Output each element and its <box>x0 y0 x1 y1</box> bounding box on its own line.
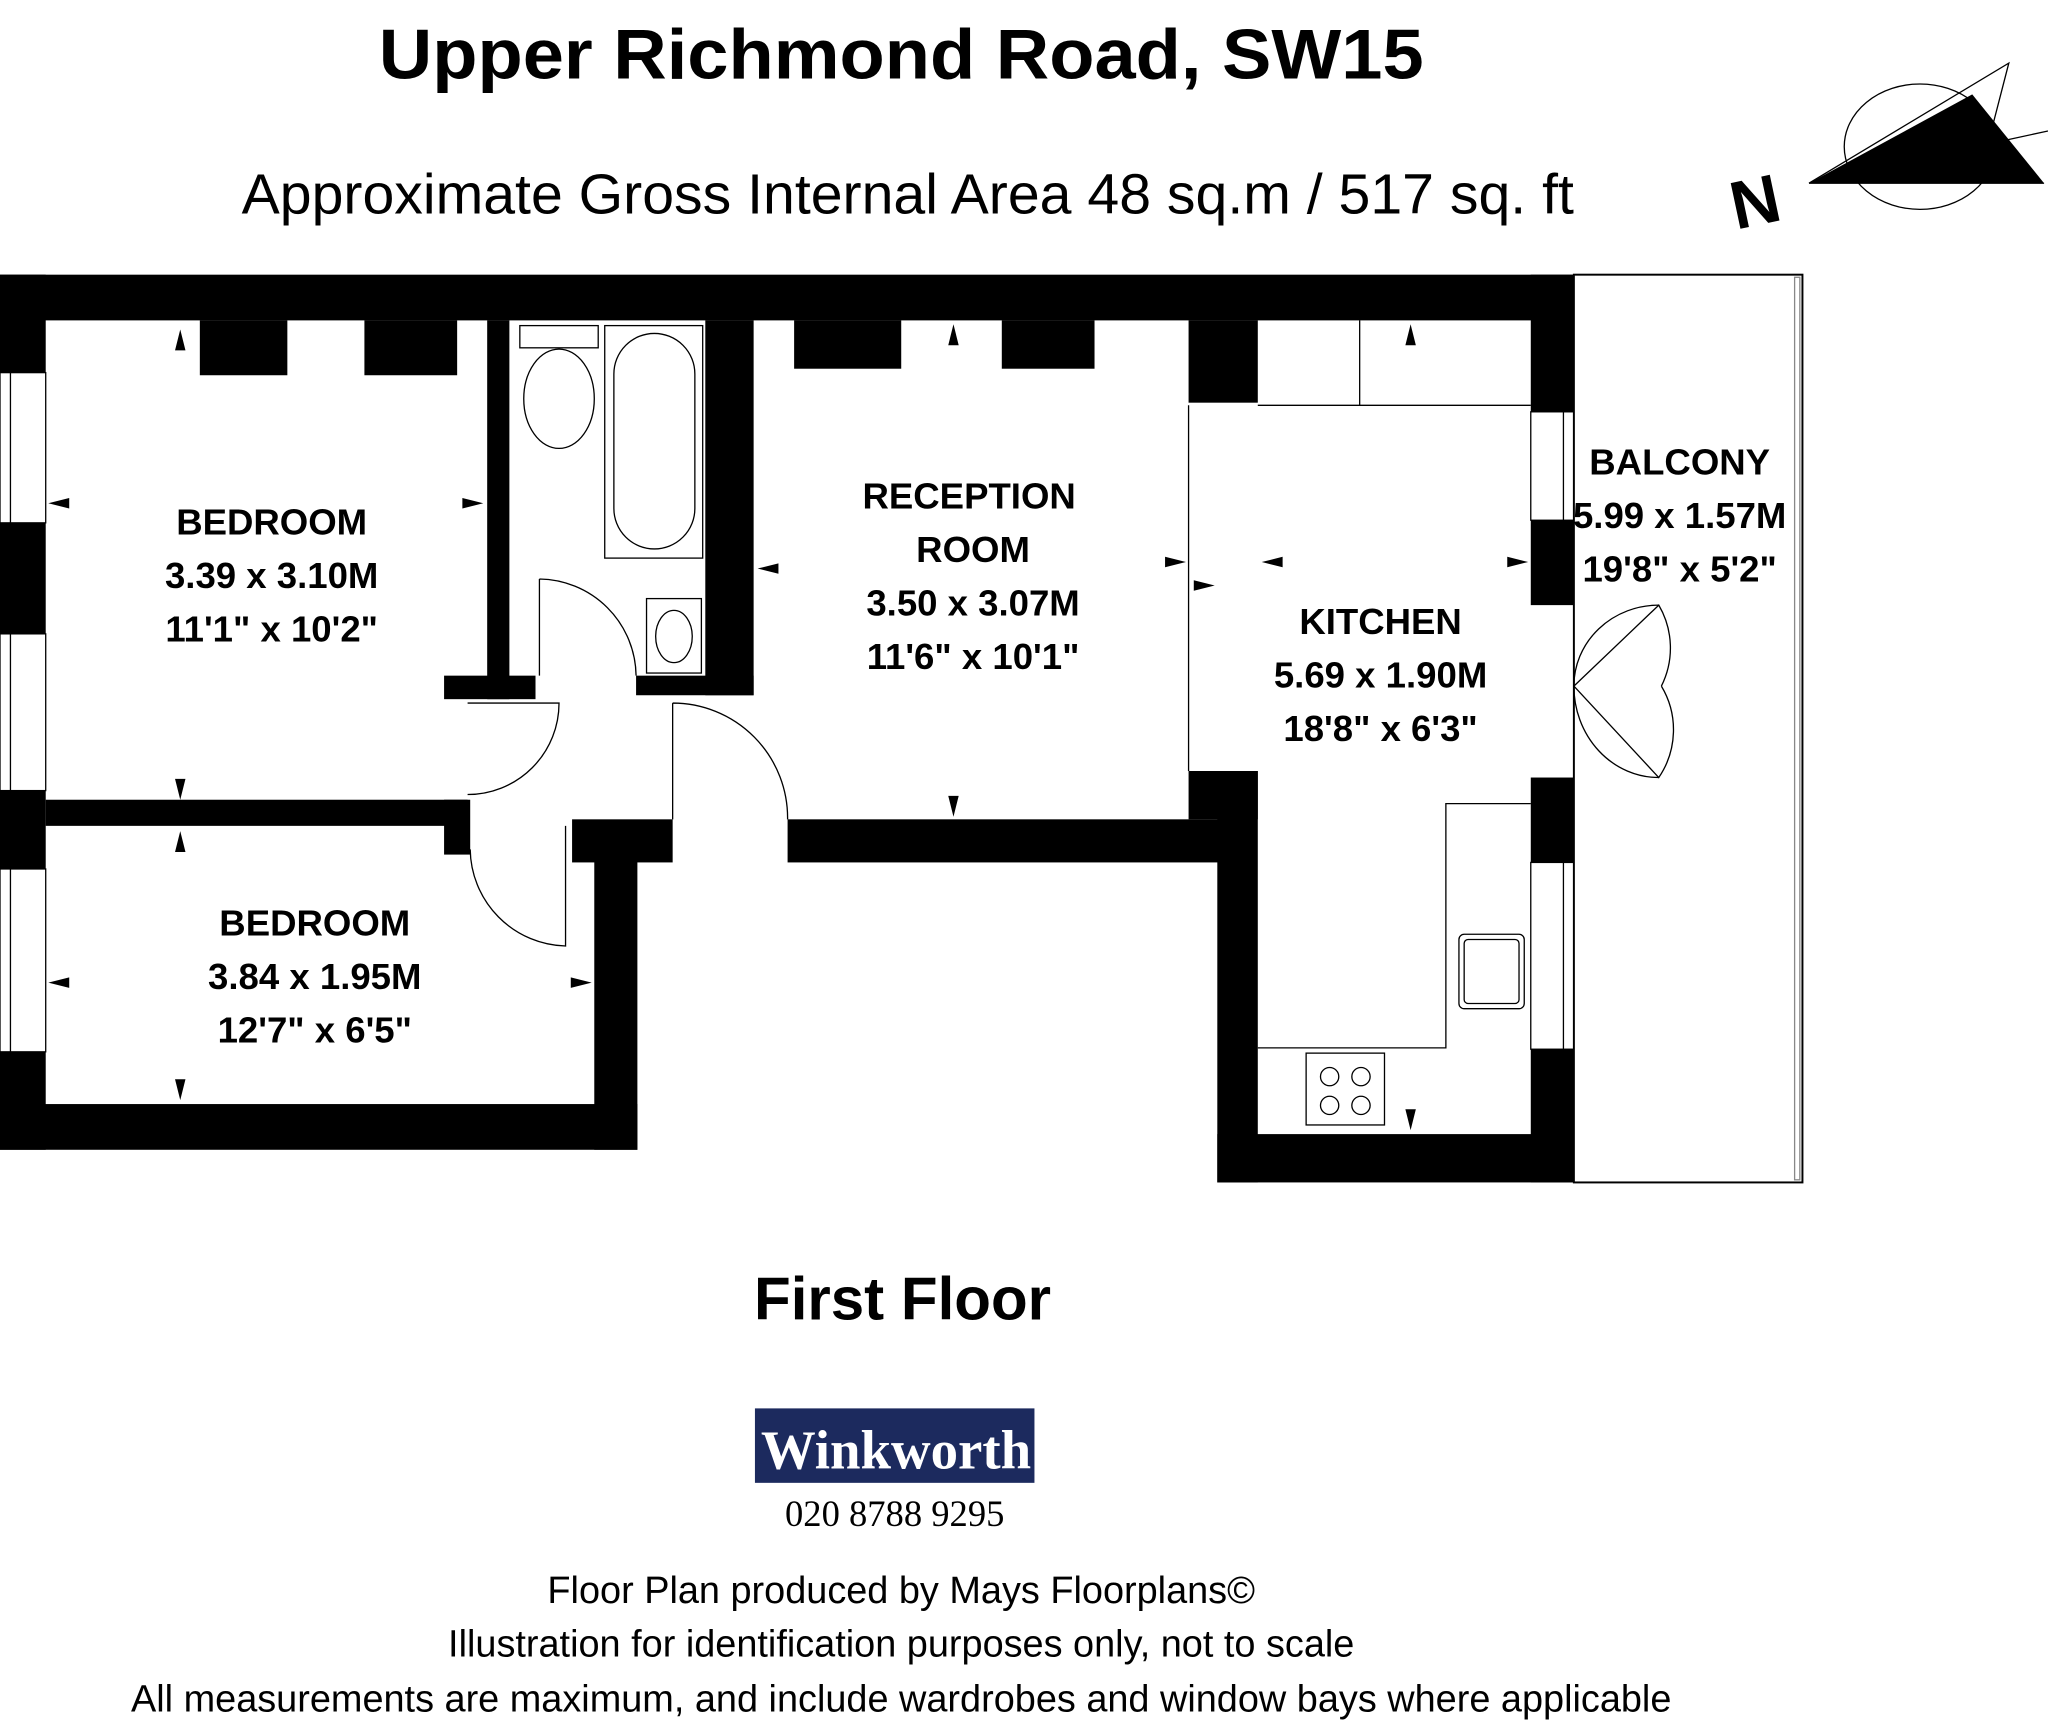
toilet-icon <box>523 348 595 450</box>
hob-icon <box>1305 1052 1386 1126</box>
floor-label: First Floor <box>754 1266 1051 1333</box>
basin-icon <box>645 597 703 674</box>
bathtub-icon <box>604 324 704 559</box>
room-imperial: 19'8" x 5'2" <box>1582 549 1776 590</box>
room-balcony: BALCONY 5.99 x 1.57M 19'8" x 5'2" <box>1573 442 1786 590</box>
toilet-cistern-icon <box>519 324 599 349</box>
footer-measurements: All measurements are maximum, and includ… <box>131 1678 1671 1720</box>
room-metric: 3.50 x 3.07M <box>866 583 1079 624</box>
agent-phone: 020 8788 9295 <box>785 1493 1004 1534</box>
windows <box>0 371 1575 1053</box>
room-imperial: 12'7" x 6'5" <box>218 1010 412 1051</box>
dimension-arrows <box>48 324 1529 1131</box>
page-title: Upper Richmond Road, SW15 <box>379 15 1424 94</box>
room-name: KITCHEN <box>1299 601 1462 642</box>
north-label: N <box>1724 161 1788 245</box>
room-name: BALCONY <box>1589 442 1770 483</box>
room-metric: 3.84 x 1.95M <box>208 956 421 997</box>
room-name: BEDROOM <box>176 502 367 543</box>
kitchen-sink-icon <box>1458 933 1525 1010</box>
north-compass-icon: N <box>1724 61 2048 245</box>
area-subtitle: Approximate Gross Internal Area 48 sq.m … <box>242 162 1575 225</box>
room-imperial: 18'8" x 6'3" <box>1283 708 1477 749</box>
room-name-line2: ROOM <box>916 529 1030 570</box>
room-imperial: 11'6" x 10'1" <box>867 636 1080 677</box>
room-reception: RECEPTION ROOM 3.50 x 3.07M 11'6" x 10'1… <box>862 475 1079 677</box>
agent-name: Winkworth <box>761 1419 1031 1480</box>
room-metric: 3.39 x 3.10M <box>165 555 378 596</box>
room-metric: 5.69 x 1.90M <box>1274 654 1487 695</box>
room-name: BEDROOM <box>219 903 410 944</box>
room-metric: 5.99 x 1.57M <box>1573 495 1786 536</box>
fixtures <box>519 320 1531 1126</box>
footer-disclaimer: Illustration for identification purposes… <box>448 1624 1354 1666</box>
balcony-outline <box>1572 273 1804 1184</box>
room-kitchen: KITCHEN 5.69 x 1.90M 18'8" x 6'3" <box>1274 601 1487 749</box>
room-imperial: 11'1" x 10'2" <box>165 609 378 650</box>
agent-logo: Winkworth <box>754 1408 1035 1483</box>
room-bedroom-1: BEDROOM 3.39 x 3.10M 11'1" x 10'2" <box>165 502 378 650</box>
footer-credit: Floor Plan produced by Mays Floorplans© <box>547 1570 1255 1612</box>
walls <box>0 274 1574 1183</box>
room-name-line1: RECEPTION <box>862 475 1075 516</box>
doors <box>467 578 1675 947</box>
room-bedroom-2: BEDROOM 3.84 x 1.95M 12'7" x 6'5" <box>208 903 421 1051</box>
